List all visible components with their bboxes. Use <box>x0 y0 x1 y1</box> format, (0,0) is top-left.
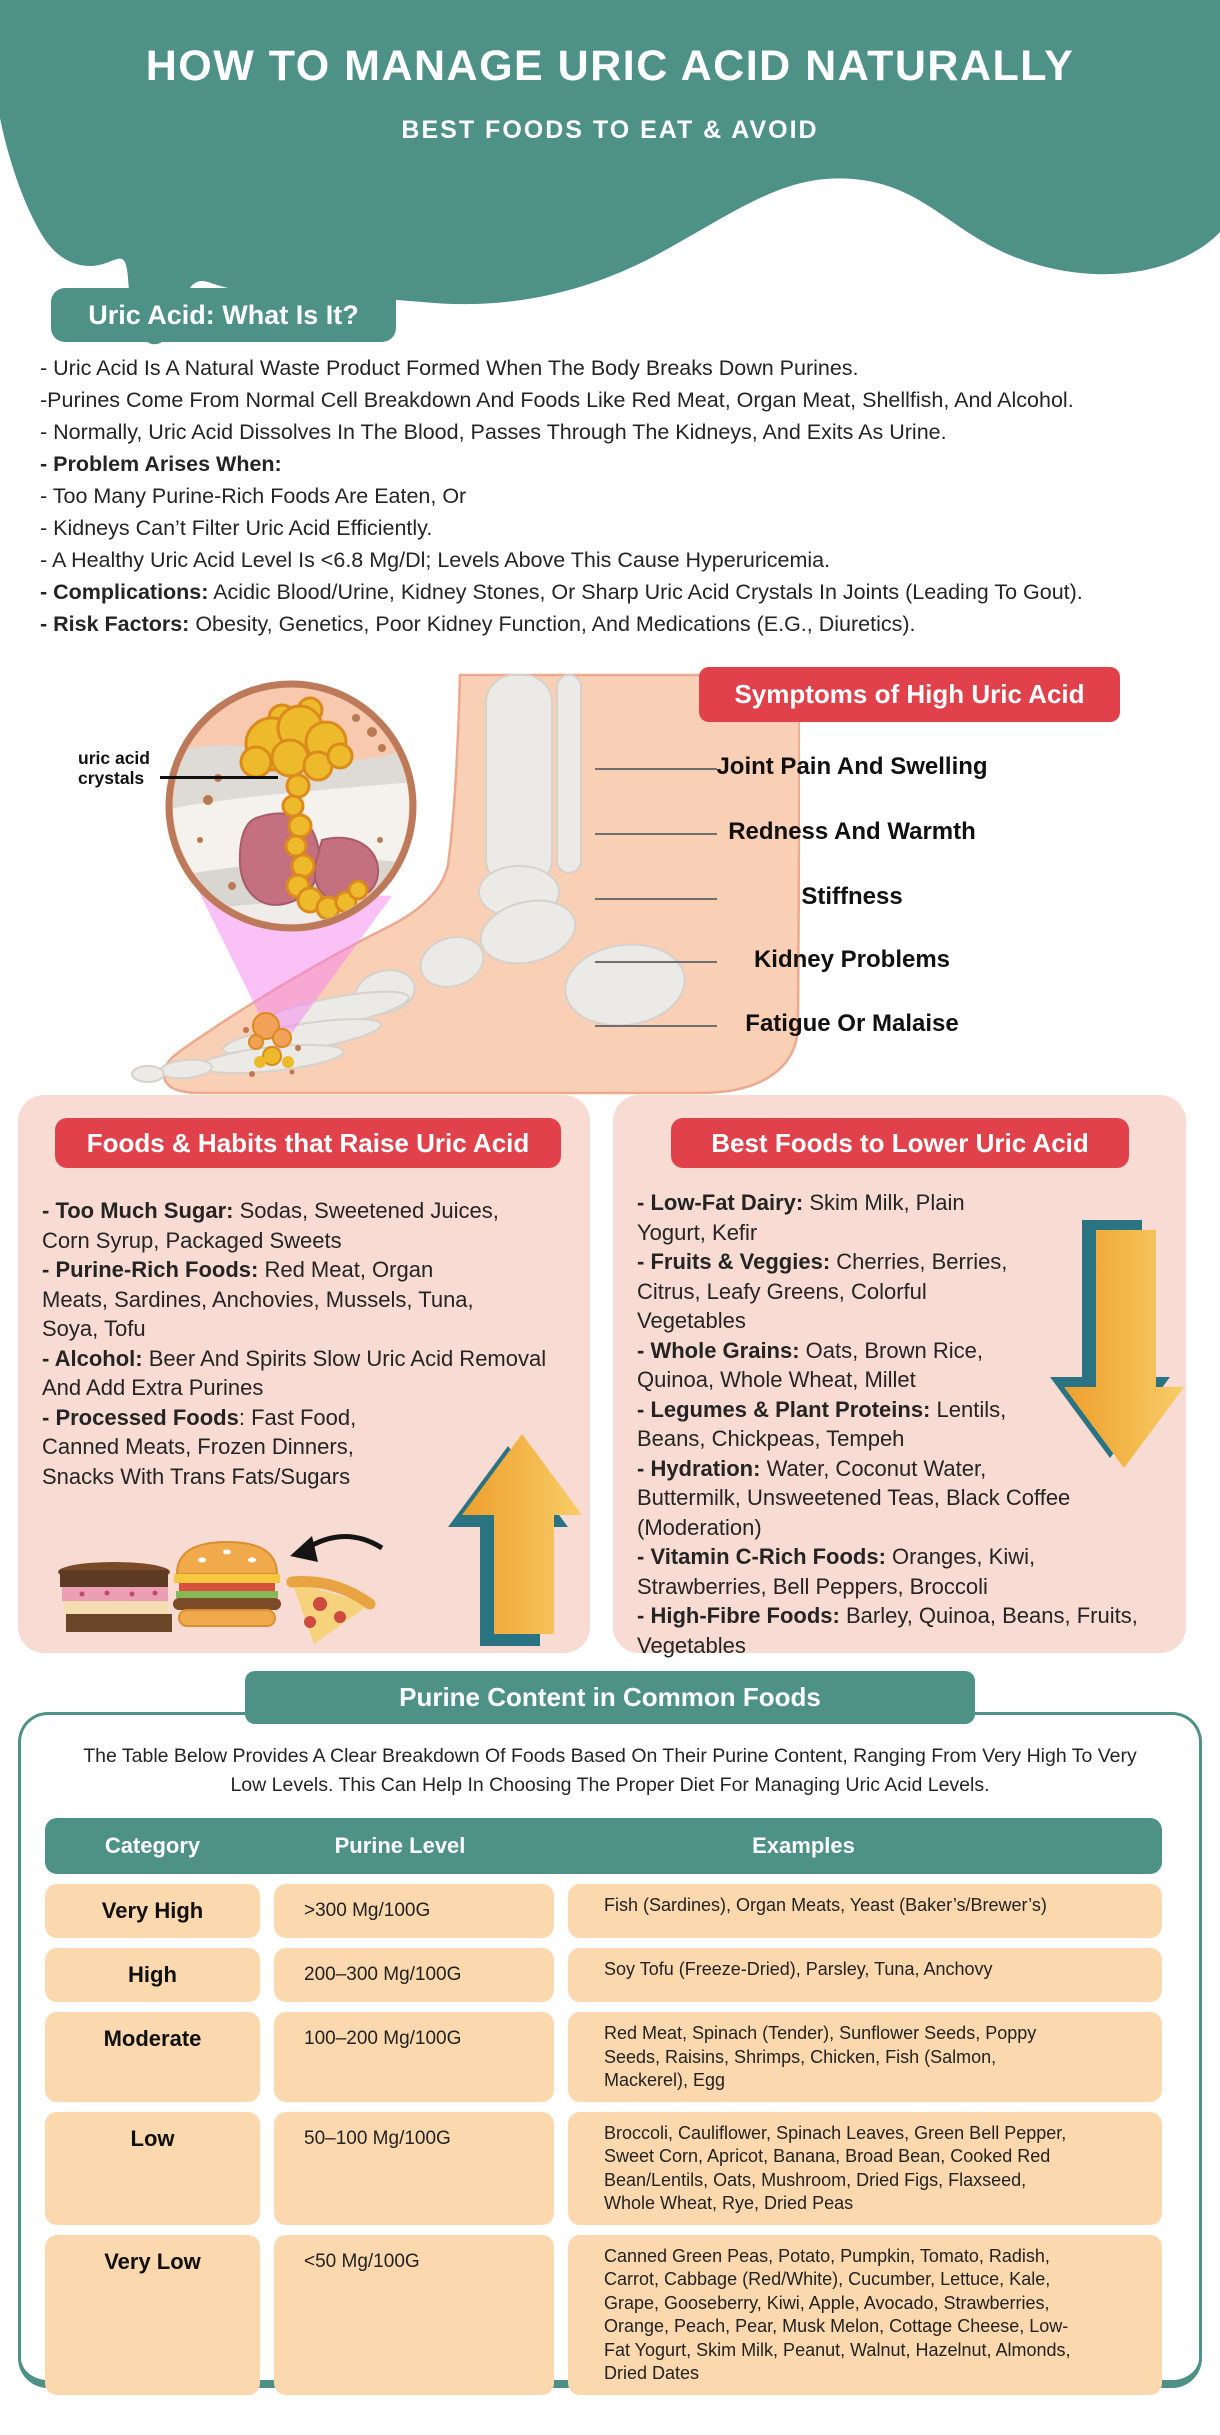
intro-bullet: - Too Many Purine-Rich Foods Are Eaten, … <box>40 484 467 508</box>
header-wave-shape <box>0 0 1220 345</box>
crystal-pointer-line <box>160 776 278 779</box>
table-section-badge: Purine Content in Common Foods <box>245 1671 975 1724</box>
arrow-spacer <box>1030 1188 1165 1460</box>
examples-cell: Soy Tofu (Freeze-Dried), Parsley, Tuna, … <box>568 1948 1162 2002</box>
category-cell: Moderate <box>45 2012 260 2102</box>
intro-bullet: - Uric Acid Is A Natural Waste Product F… <box>40 356 859 380</box>
table-row: Moderate 100–200 Mg/100G Red Meat, Spina… <box>45 2012 1162 2102</box>
purine-table: Category Purine Level Examples Very High… <box>45 1818 1162 2395</box>
examples-cell: Red Meat, Spinach (Tender), Sunflower Se… <box>568 2012 1162 2102</box>
foot-bones <box>131 674 686 1083</box>
lower-item: - Legumes & Plant Proteins: Lentils, Bea… <box>637 1396 1007 1452</box>
intro-bullet: - Problem Arises When: <box>40 452 282 476</box>
examples-cell: Fish (Sardines), Organ Meats, Yeast (Bak… <box>568 1884 1162 1938</box>
examples-cell: Broccoli, Cauliflower, Spinach Leaves, G… <box>568 2111 1162 2225</box>
symptom-connector-line <box>595 898 717 900</box>
category-cell: Very High <box>45 1884 260 1938</box>
down-arrow-icon <box>1050 1220 1184 1468</box>
category-cell: Very Low <box>45 2234 260 2395</box>
page-title: HOW TO MANAGE URIC ACID NATURALLY <box>145 42 1075 90</box>
intro-bullet: - Complications: Acidic Blood/Urine, Kid… <box>40 580 1083 604</box>
symptom-item: Kidney Problems <box>753 946 951 973</box>
category-cell: Low <box>45 2111 260 2225</box>
table-header-row: Category Purine Level Examples <box>45 1818 1162 1874</box>
raise-item: - Too Much Sugar: Sodas, Sweetened Juice… <box>42 1198 499 1253</box>
magnifier-cone <box>197 888 392 1052</box>
lower-item: - Low-Fat Dairy: Skim Milk, Plain Yogurt… <box>637 1190 965 1245</box>
category-cell: High <box>45 1948 260 2002</box>
pizza-slice-illustration <box>286 1576 376 1644</box>
intro-bullet: - A Healthy Uric Acid Level Is <6.8 Mg/D… <box>40 548 831 572</box>
purine-level-cell: 100–200 Mg/100G <box>274 2012 554 2102</box>
raise-panel-list: - Too Much Sugar: Sodas, Sweetened Juice… <box>42 1196 549 1491</box>
raise-item: - Alcohol: Beer And Spirits Slow Uric Ac… <box>42 1345 547 1401</box>
intro-bullet: - Kidneys Can’t Filter Uric Acid Efficie… <box>40 516 433 540</box>
uric-acid-crystal-mass <box>239 696 369 921</box>
symptom-item: Redness And Warmth <box>728 818 976 845</box>
lower-item: - Whole Grains: Oats, Brown Rice, Quinoa… <box>637 1337 983 1393</box>
intro-bullet: - Normally, Uric Acid Dissolves In The B… <box>40 420 947 444</box>
cake-slice-illustration <box>58 1562 172 1632</box>
symptom-connector-line <box>595 833 717 835</box>
raise-item: - Processed Foods: Fast Food, Canned Mea… <box>42 1404 357 1489</box>
lower-panel-badge: Best Foods to Lower Uric Acid <box>671 1118 1129 1168</box>
lower-item: - High-Fibre Foods: Barley, Quinoa, Bean… <box>637 1603 1138 1658</box>
intro-bullet: - Risk Factors: Obesity, Genetics, Poor … <box>40 612 916 636</box>
table-row: Very Low <50 Mg/100G Canned Green Peas, … <box>45 2234 1162 2395</box>
page-subtitle: BEST FOODS TO EAT & AVOID <box>401 116 819 144</box>
raise-item: - Purine-Rich Foods: Red Meat, Organ Mea… <box>42 1257 474 1341</box>
lower-item: - Hydration: Water, Coconut Water, Butte… <box>637 1455 1071 1540</box>
burger-illustration <box>173 1540 281 1627</box>
symptom-item: Joint Pain And Swelling <box>716 753 988 780</box>
column-header-category: Category <box>104 1833 201 1858</box>
symptom-item: Stiffness <box>801 883 903 910</box>
purine-level-cell: <50 Mg/100G <box>274 2234 554 2395</box>
crystal-label: uric acid crystals <box>78 748 150 788</box>
symptom-item: Fatigue Or Malaise <box>745 1010 959 1037</box>
table-row: High 200–300 Mg/100G Soy Tofu (Freeze-Dr… <box>45 1948 1162 2002</box>
foot-anatomy-illustration <box>131 673 800 1095</box>
symptoms-section-badge: Symptoms of High Uric Acid <box>699 667 1120 722</box>
magnifier-circle <box>165 680 417 932</box>
up-arrow-icon <box>448 1434 582 1646</box>
purine-level-cell: 200–300 Mg/100G <box>274 1948 554 2002</box>
column-header-examples: Examples <box>752 1833 855 1858</box>
intro-section-badge: Uric Acid: What Is It? <box>51 288 396 342</box>
purine-level-cell: 50–100 Mg/100G <box>274 2111 554 2225</box>
curved-arrow-icon <box>290 1534 384 1562</box>
lower-panel-list: - Low-Fat Dairy: Skim Milk, Plain Yogurt… <box>637 1188 1165 1660</box>
toe-crystal-deposit <box>243 1012 301 1077</box>
raise-panel-badge: Foods & Habits that Raise Uric Acid <box>55 1118 561 1168</box>
lower-item: - Fruits & Veggies: Cherries, Berries, C… <box>637 1249 1008 1333</box>
lower-item: - Vitamin C-Rich Foods: Oranges, Kiwi, S… <box>637 1544 1036 1599</box>
symptom-connector-line <box>595 961 717 963</box>
purine-level-cell: >300 Mg/100G <box>274 1884 554 1938</box>
table-description: The Table Below Provides A Clear Breakdo… <box>83 1745 1137 1796</box>
symptom-connector-line <box>595 1025 717 1027</box>
junk-food-illustration <box>58 1534 384 1644</box>
examples-cell: Canned Green Peas, Potato, Pumpkin, Toma… <box>568 2234 1162 2395</box>
symptom-connector-line <box>595 768 717 770</box>
column-header-purine-level: Purine Level <box>334 1833 466 1858</box>
table-row: Low 50–100 Mg/100G Broccoli, Cauliflower… <box>45 2111 1162 2225</box>
intro-bullet: -Purines Come From Normal Cell Breakdown… <box>40 388 1074 412</box>
table-row: Very High >300 Mg/100G Fish (Sardines), … <box>45 1884 1162 1938</box>
intro-bullet-list: - Uric Acid Is A Natural Waste Product F… <box>40 352 1215 640</box>
